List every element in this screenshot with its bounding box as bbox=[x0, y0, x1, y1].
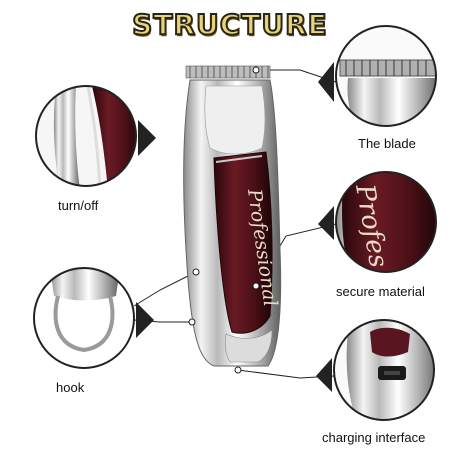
label-hook: hook bbox=[56, 380, 85, 395]
label-the-blade: The blade bbox=[358, 136, 416, 151]
label-turn-off: turn/off bbox=[58, 198, 99, 213]
callout-charge-circle bbox=[316, 319, 435, 421]
callout-blade-circle bbox=[318, 25, 437, 127]
callout-hook-circle bbox=[33, 267, 154, 369]
callout-turnoff-circle bbox=[35, 85, 156, 187]
page-title: STRUCTURE bbox=[131, 7, 328, 42]
trimmer-device: Professional bbox=[183, 65, 281, 374]
label-charging-interface: charging interface bbox=[322, 430, 426, 445]
callout-secure-circle: Profes bbox=[318, 171, 437, 273]
label-secure-material: secure material bbox=[336, 284, 425, 299]
